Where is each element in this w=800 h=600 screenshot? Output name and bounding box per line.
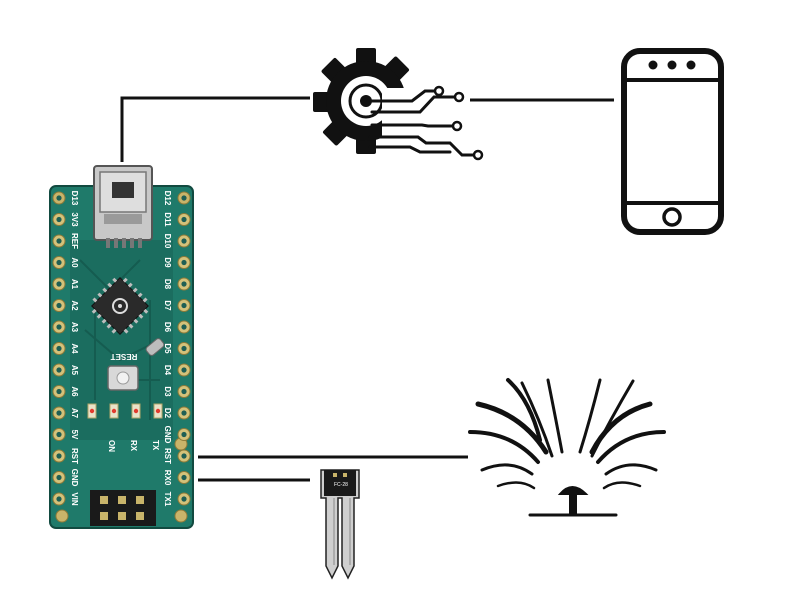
left-pin-hole bbox=[56, 281, 62, 287]
status-leds bbox=[87, 403, 163, 419]
rx-label: RX bbox=[129, 440, 138, 452]
left-pin-hole bbox=[56, 388, 62, 395]
smartphone-icon bbox=[621, 48, 724, 235]
right-pin-label: D2 bbox=[163, 408, 172, 419]
right-pin-label: D10 bbox=[163, 234, 172, 249]
right-pin-label: D4 bbox=[163, 365, 172, 376]
left-pin-label: A6 bbox=[70, 386, 79, 397]
left-pin-label: A1 bbox=[70, 279, 79, 290]
icsp-header bbox=[90, 490, 156, 526]
right-pin-label: GND bbox=[163, 426, 172, 444]
right-pin-label: D5 bbox=[163, 343, 172, 354]
right-pin-hole bbox=[181, 367, 187, 373]
right-pin-label: D7 bbox=[163, 300, 172, 311]
right-pin-hole bbox=[181, 431, 187, 438]
right-pin-label: RX0 bbox=[163, 470, 172, 486]
right-pin-hole bbox=[181, 259, 187, 266]
left-pin-label: 3V3 bbox=[70, 212, 79, 227]
soil-moisture-sensor-icon: FC-28 bbox=[320, 469, 360, 580]
left-pin-label: A2 bbox=[70, 300, 79, 311]
left-pin-label: A5 bbox=[70, 365, 79, 376]
right-pin-hole bbox=[181, 496, 187, 502]
right-pin-label: D6 bbox=[163, 322, 172, 333]
left-pin-label: VIN bbox=[70, 492, 79, 506]
left-pin-hole bbox=[56, 431, 62, 438]
left-pin-label: A3 bbox=[70, 322, 79, 333]
right-pin-hole bbox=[181, 216, 187, 223]
left-pin-hole bbox=[56, 453, 62, 459]
left-pin-label: A7 bbox=[70, 408, 79, 419]
left-pin-hole bbox=[56, 259, 62, 266]
left-pin-label: GND bbox=[70, 469, 79, 487]
right-pin-hole bbox=[181, 281, 187, 287]
left-pin-hole bbox=[56, 410, 62, 416]
right-pin-label: D12 bbox=[163, 191, 172, 206]
left-pin-hole bbox=[56, 216, 62, 223]
left-pin-label: A0 bbox=[70, 257, 79, 268]
right-pin-label: D11 bbox=[163, 212, 172, 227]
right-pin-hole bbox=[181, 345, 187, 352]
left-pin-hole bbox=[56, 474, 62, 481]
right-pin-hole bbox=[181, 195, 187, 201]
usb-connector bbox=[93, 165, 153, 248]
left-pin-label: RST bbox=[70, 448, 79, 464]
tx-label: TX bbox=[151, 440, 160, 451]
reset-label: RESET bbox=[111, 352, 138, 361]
reset-button: RESET bbox=[107, 352, 139, 391]
left-pin-label: 5V bbox=[70, 430, 79, 440]
right-pin-label: TX1 bbox=[163, 492, 172, 507]
sensor-label: FC-28 bbox=[334, 482, 348, 488]
right-pin-hole bbox=[181, 453, 187, 459]
left-pin-hole bbox=[56, 345, 62, 352]
left-pin-label: REF bbox=[70, 233, 79, 249]
left-pin-hole bbox=[56, 496, 62, 502]
left-pin-hole bbox=[56, 238, 62, 244]
right-pin-label: D8 bbox=[163, 279, 172, 290]
right-pin-hole bbox=[181, 474, 187, 481]
right-pin-hole bbox=[181, 388, 187, 395]
right-pin-hole bbox=[181, 302, 187, 309]
right-pin-hole bbox=[181, 238, 187, 244]
right-pin-hole bbox=[181, 324, 187, 330]
left-pin-label: D13 bbox=[70, 191, 79, 206]
right-pin-label: D3 bbox=[163, 386, 172, 397]
left-pin-hole bbox=[56, 195, 62, 201]
right-pin-hole bbox=[181, 410, 187, 416]
on-label: ON bbox=[107, 440, 116, 452]
left-pin-hole bbox=[56, 324, 62, 330]
left-pin-hole bbox=[56, 302, 62, 309]
right-pin-label: RST bbox=[163, 448, 172, 464]
gear-circuit-icon bbox=[313, 48, 484, 161]
right-pin-label: D9 bbox=[163, 257, 172, 268]
line-board-to-gear bbox=[120, 96, 310, 162]
left-pin-label: A4 bbox=[70, 343, 79, 354]
connection-lines bbox=[120, 96, 614, 482]
left-pin-hole bbox=[56, 367, 62, 373]
sprinkler-icon bbox=[468, 378, 666, 517]
